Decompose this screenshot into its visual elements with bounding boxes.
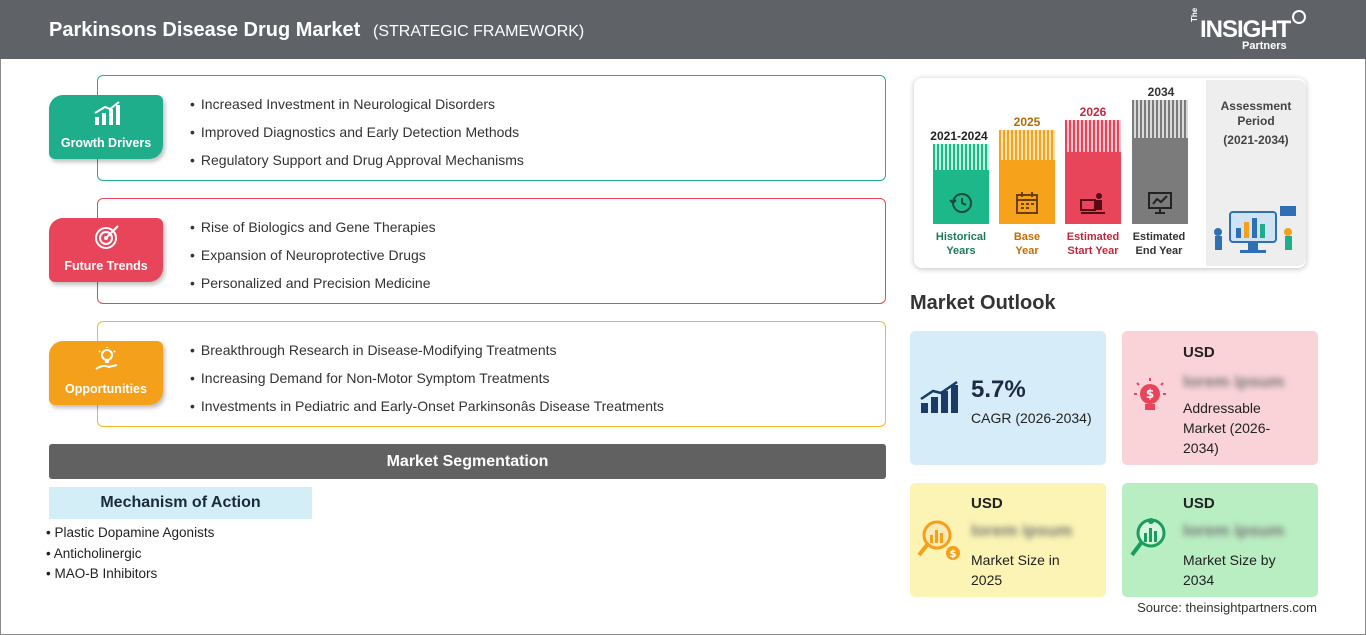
list-item: Rise of Biologics and Gene Therapies	[190, 217, 436, 245]
magnifier-dollar-icon	[1130, 518, 1166, 557]
lightbulb-dollar-icon: $	[1134, 378, 1166, 410]
list-item: Personalized and Precision Medicine	[190, 273, 436, 301]
assessment-range: (2021-2034)	[1223, 133, 1289, 147]
list-item: Improved Diagnostics and Early Detection…	[190, 122, 524, 150]
cagr-card: 5.7% CAGR (2026-2034)	[910, 331, 1106, 465]
header-bar: Parkinsons Disease Drug Market (STRATEGI…	[0, 0, 1366, 59]
presentation-icon	[1080, 193, 1105, 214]
target-icon	[95, 225, 119, 249]
caption-line: Years	[946, 245, 976, 257]
timeline-bar-start	[1065, 120, 1121, 224]
caption-line: Base	[1013, 231, 1041, 243]
logo-circle-icon	[1292, 10, 1306, 24]
size2025-label: Market Size in 2025	[971, 552, 1060, 588]
caption-line: Estimated	[1132, 231, 1186, 243]
list-item: Increased Investment in Neurological Dis…	[190, 94, 524, 122]
timeline-year-start: 2026	[1079, 105, 1107, 119]
list-item: Regulatory Support and Drug Approval Mec…	[190, 150, 524, 178]
list-item: Investments in Pediatric and Early-Onset…	[190, 396, 664, 424]
addressable-label: Addressable Market (2026-2034)	[1183, 400, 1271, 456]
timeline-bar-historical	[933, 144, 989, 224]
market-size-2025-card: $ USD lorem ipsum Market Size in 2025	[910, 483, 1106, 597]
svg-text:$: $	[950, 549, 957, 560]
size2034-label: Market Size by 2034	[1183, 552, 1276, 588]
timeline-caption-end: Estimated End Year	[1124, 230, 1194, 258]
timeline-year-historical: 2021-2024	[930, 129, 988, 143]
badge-label: Opportunities	[65, 382, 147, 396]
caption-line: Estimated	[1066, 231, 1120, 243]
timeline-year-end: 2034	[1147, 85, 1175, 99]
caption-line: Start Year	[1067, 245, 1119, 257]
timeline-caption-start: Estimated Start Year	[1058, 230, 1128, 258]
analytics-illustration-icon	[1214, 206, 1296, 253]
future-trends-badge: Future Trends	[49, 218, 163, 282]
segment-heading: Mechanism of Action	[49, 487, 312, 519]
growth-drivers-box: Increased Investment in Neurological Dis…	[97, 75, 886, 181]
growth-drivers-badge: Growth Drivers	[49, 95, 163, 159]
growth-drivers-list: Increased Investment in Neurological Dis…	[190, 94, 524, 178]
size2025-value-blurred: lorem ipsum	[971, 521, 1073, 540]
timeline-caption-base: Base Year	[992, 230, 1062, 258]
page-subtitle: (STRATEGIC FRAMEWORK)	[373, 23, 585, 40]
timeline-year-base: 2025	[1013, 115, 1041, 129]
calendar-icon	[1016, 192, 1038, 214]
opportunities-box: Breakthrough Research in Disease-Modifyi…	[97, 321, 886, 427]
logo-the: The	[1190, 7, 1199, 22]
list-item: Expansion of Neuroprotective Drugs	[190, 245, 436, 273]
addressable-value-blurred: lorem ipsum	[1183, 372, 1285, 391]
caption-line: Historical	[935, 231, 987, 243]
caption-line: Year	[1015, 245, 1039, 257]
list-item: Breakthrough Research in Disease-Modifyi…	[190, 340, 664, 368]
cagr-label: CAGR (2026-2034)	[971, 410, 1092, 426]
source-text: Source: theinsightpartners.com	[1137, 600, 1317, 615]
caption-line: End Year	[1135, 245, 1183, 257]
badge-label: Growth Drivers	[60, 136, 152, 150]
list-item: Plastic Dopamine Agonists	[46, 525, 214, 546]
magnifier-chart-icon: $	[917, 520, 960, 560]
list-item: Increasing Demand for Non-Motor Symptom …	[190, 368, 664, 396]
assessment-period-panel: Assessment Period (2021-2034)	[1206, 80, 1306, 266]
insight-partners-logo[interactable]: The INSIGHT Partners	[1190, 7, 1310, 54]
svg-text:$: $	[1146, 387, 1154, 401]
timeline-bar-base	[999, 130, 1055, 224]
lightbulb-hand-icon	[95, 347, 118, 370]
future-trends-box: Rise of Biologics and Gene Therapies Exp…	[97, 198, 886, 304]
badge-label: Future Trends	[64, 259, 148, 273]
size2034-value-blurred: lorem ipsum	[1183, 521, 1285, 540]
logo-sub: Partners	[1242, 40, 1287, 52]
timeline-bar-end	[1132, 100, 1188, 224]
future-trends-list: Rise of Biologics and Gene Therapies Exp…	[190, 217, 436, 301]
market-outlook-title: Market Outlook	[910, 292, 1056, 314]
opportunities-list: Breakthrough Research in Disease-Modifyi…	[190, 340, 664, 424]
logo-main: INSIGHT	[1200, 16, 1291, 43]
opportunities-badge: Opportunities	[49, 341, 163, 405]
list-item: Anticholinergic	[46, 546, 214, 567]
segment-list: Plastic Dopamine Agonists Anticholinergi…	[46, 525, 215, 587]
list-item: MAO-B Inhibitors	[46, 566, 214, 587]
bar-growth-icon	[94, 101, 120, 125]
size2034-usd: USD	[1183, 495, 1215, 512]
history-icon	[949, 193, 972, 213]
cagr-value: 5.7%	[971, 376, 1026, 403]
monitor-chart-icon	[1148, 192, 1172, 214]
page-title: Parkinsons Disease Drug Market	[49, 19, 361, 41]
market-segmentation-bar: Market Segmentation	[49, 444, 886, 479]
size2025-usd: USD	[971, 495, 1003, 512]
assessment-label: Assessment Period	[1220, 99, 1292, 128]
growth-chart-icon	[920, 381, 958, 413]
addressable-usd: USD	[1183, 344, 1215, 361]
addressable-market-card: $ USD lorem ipsum Addressable Market (20…	[1122, 331, 1318, 465]
market-size-2034-card: USD lorem ipsum Market Size by 2034	[1122, 483, 1318, 597]
timeline-caption-historical: Historical Years	[926, 230, 996, 258]
